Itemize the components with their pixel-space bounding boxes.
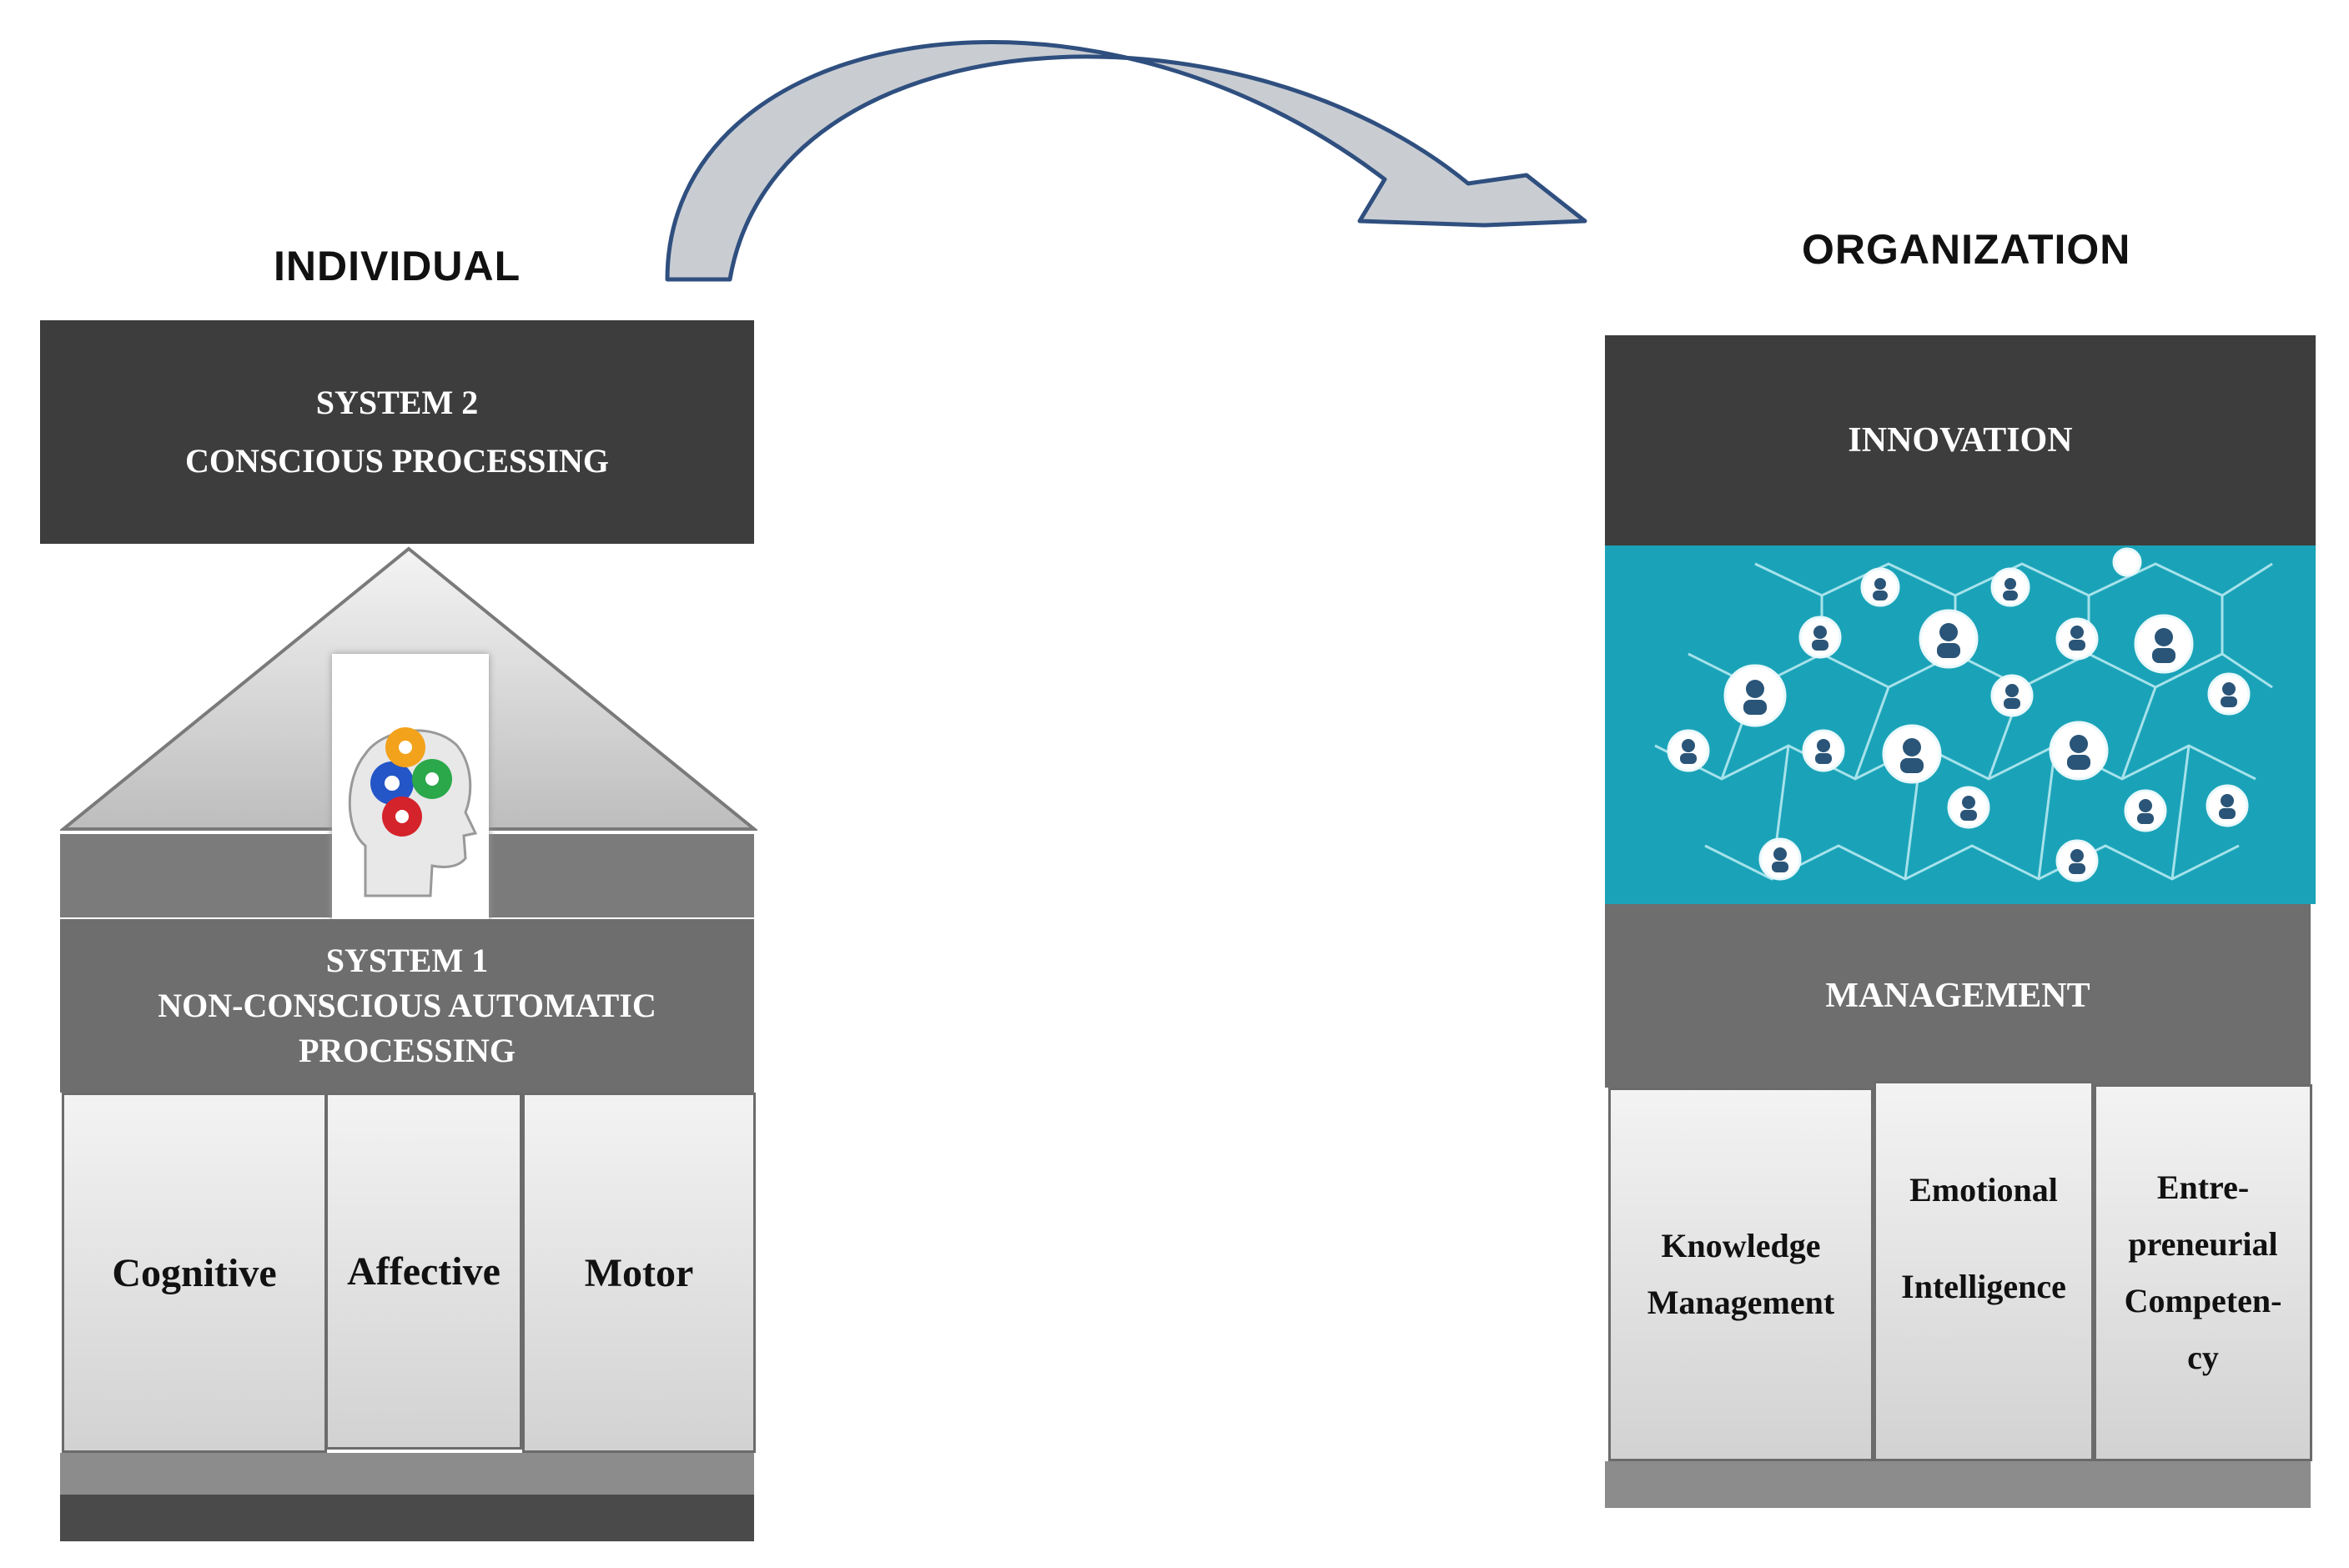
pillar-entre-line2: preneurial [2128,1225,2278,1263]
pillar-knowledge-line1: Knowledge [1661,1227,1821,1264]
management-label: MANAGEMENT [1825,977,2090,1015]
system1-line1: SYSTEM 1 [325,942,489,979]
system2-line2: CONSCIOUS PROCESSING [185,442,609,480]
innovation-label: INNOVATION [1848,421,2073,460]
pillar-entre-line1: Entre- [2156,1168,2250,1206]
system2-box: SYSTEM 2 CONSCIOUS PROCESSING [40,320,754,544]
brain-gears-icon [348,727,478,897]
pillar-affective: Affective [325,1093,522,1450]
pillar-knowledge-line2: Management [1647,1284,1835,1321]
curved-arrow-icon [665,40,1587,282]
management-box: MANAGEMENT [1605,904,2311,1088]
pillar-emotional-intelligence: Emotional Intelligence [1874,1081,2094,1461]
people-network-icon [1654,547,2273,882]
people-network-image [1605,545,2316,904]
organization-heading: ORGANIZATION [1802,226,2131,273]
system2-line1: SYSTEM 2 [315,384,479,421]
pillar-emotional-line1: Emotional [1909,1171,2058,1209]
pillar-entre-line3: Competen- [2124,1282,2282,1319]
system1-box: SYSTEM 1 NON-CONSCIOUS AUTOMATIC PROCESS… [60,919,754,1093]
pillar-emotional-line2: Intelligence [1901,1268,2066,1305]
pillar-entrepreneurial-competency: Entre- preneurial Competen- cy [2094,1084,2312,1461]
pillar-knowledge-management: Knowledge Management [1608,1088,1874,1461]
individual-heading: INDIVIDUAL [274,243,521,289]
pillar-motor: Motor [522,1093,756,1453]
organization-foundation [1605,1461,2311,1508]
house-foundation-top [60,1453,754,1495]
system1-line2: NON-CONSCIOUS AUTOMATIC [158,987,656,1024]
house-foundation-bottom [60,1495,754,1541]
pillar-cognitive: Cognitive [62,1093,327,1453]
brain-card [332,654,489,929]
innovation-box: INNOVATION [1605,335,2316,545]
system1-line3: PROCESSING [298,1032,516,1069]
pillar-entre-line4: cy [2187,1339,2219,1376]
